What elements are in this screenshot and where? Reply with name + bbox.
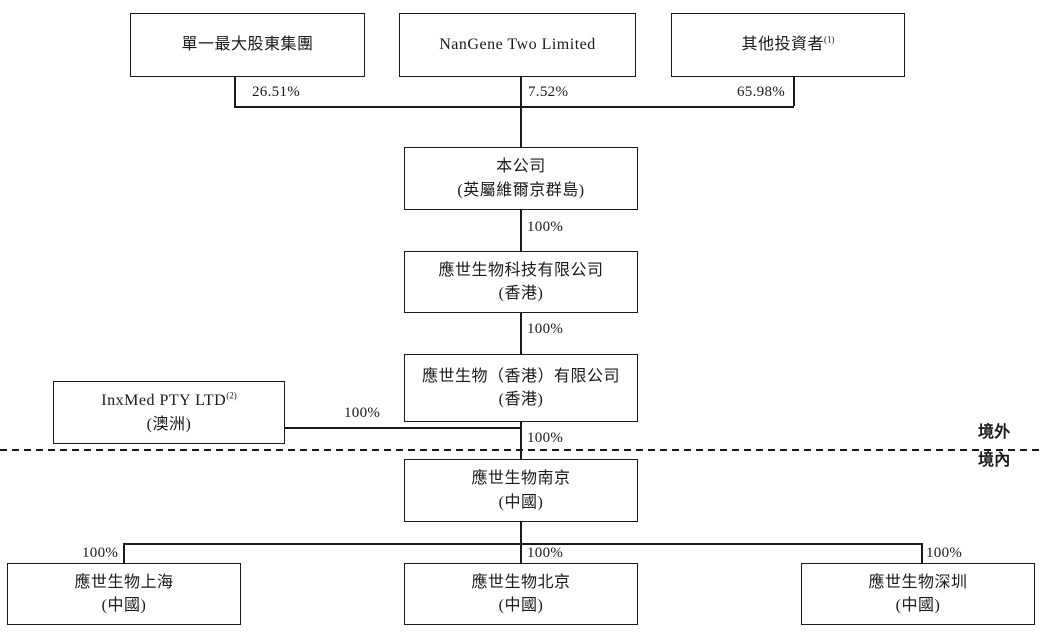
pct-nanjing-to-shenzhen: 100%: [926, 545, 963, 561]
node-jurisdiction: (中國): [101, 597, 147, 614]
connector-nangene-to-company: [520, 77, 522, 147]
node-yingshi-biotech-co: 應世生物科技有限公司 (香港): [404, 251, 638, 313]
connector-company-to-biotech: [520, 210, 522, 251]
connector-top-connector: [234, 106, 794, 108]
node-the-company: 本公司 (英屬維爾京群島): [404, 147, 638, 210]
connector-bottom-connector: [123, 543, 922, 545]
footnote-marker: (2): [226, 390, 237, 401]
pct-hk-limited-to-nanjing: 100%: [527, 430, 564, 446]
connector-inxmed-connector: [285, 427, 520, 429]
node-name: NanGene Two Limited: [439, 36, 596, 54]
node-jurisdiction: (香港): [498, 285, 544, 302]
node-nangene-two-limited: NanGene Two Limited: [399, 13, 636, 77]
node-other-investors: 其他投資者(1): [671, 13, 905, 77]
node-name: 應世生物（香港）有限公司: [421, 367, 620, 385]
node-yingshi-hk-limited: 應世生物（香港）有限公司 (香港): [404, 354, 638, 422]
node-name: 應世生物南京: [471, 470, 571, 488]
pct-nanjing-to-beijing: 100%: [527, 545, 564, 561]
connector-biotech-to-hk-limited: [520, 313, 522, 354]
connector-shareholder-drop: [234, 77, 236, 106]
node-jurisdiction: (澳洲): [146, 415, 192, 433]
node-jurisdiction: (中國): [895, 597, 941, 614]
pct-other-investors: 65.98%: [737, 84, 786, 100]
connector-shanghai-drop: [123, 543, 125, 563]
node-jurisdiction: (中國): [498, 493, 544, 511]
node-name: InxMed PTY LTD(2): [101, 390, 237, 410]
node-yingshi-shanghai: 應世生物上海 (中國): [7, 563, 241, 625]
node-single-largest-shareholder-group: 單一最大股東集團: [130, 13, 365, 77]
node-name: 應世生物科技有限公司: [438, 261, 604, 279]
pct-nangene: 7.52%: [528, 84, 569, 100]
pct-company-to-biotech: 100%: [527, 219, 564, 235]
node-jurisdiction: (香港): [498, 391, 544, 408]
connector-nanjing-drop: [520, 522, 522, 544]
node-name: 單一最大股東集團: [181, 36, 314, 54]
pct-nanjing-to-shanghai: 100%: [82, 545, 119, 561]
footnote-marker: (1): [824, 35, 835, 46]
offshore-label: 境外: [978, 424, 1011, 441]
node-jurisdiction: (英屬維爾京群島): [457, 181, 585, 199]
node-yingshi-beijing: 應世生物北京 (中國): [404, 563, 638, 625]
node-inxmed-pty-ltd: InxMed PTY LTD(2) (澳洲): [53, 381, 285, 444]
pct-single-largest-shareholder: 26.51%: [252, 84, 301, 100]
node-name: 應世生物上海: [74, 573, 174, 591]
connector-hk-limited-to-nanjing: [520, 421, 522, 459]
node-jurisdiction: (中國): [498, 597, 544, 614]
onshore-label: 境內: [978, 452, 1011, 469]
pct-biotech-to-hk-limited: 100%: [527, 321, 564, 337]
node-yingshi-nanjing: 應世生物南京 (中國): [404, 459, 638, 522]
node-name: 應世生物深圳: [868, 573, 968, 591]
node-name: 其他投資者(1): [741, 35, 835, 54]
node-name: 應世生物北京: [471, 573, 571, 591]
pct-inxmed: 100%: [344, 405, 381, 421]
connector-offshore-onshore-boundary: [0, 449, 1044, 451]
connector-beijing-drop: [520, 543, 522, 563]
node-name: 本公司: [496, 158, 546, 176]
connector-other-investors-drop: [793, 77, 795, 106]
connector-shenzhen-drop: [921, 543, 923, 563]
node-yingshi-shenzhen: 應世生物深圳 (中國): [801, 563, 1035, 625]
